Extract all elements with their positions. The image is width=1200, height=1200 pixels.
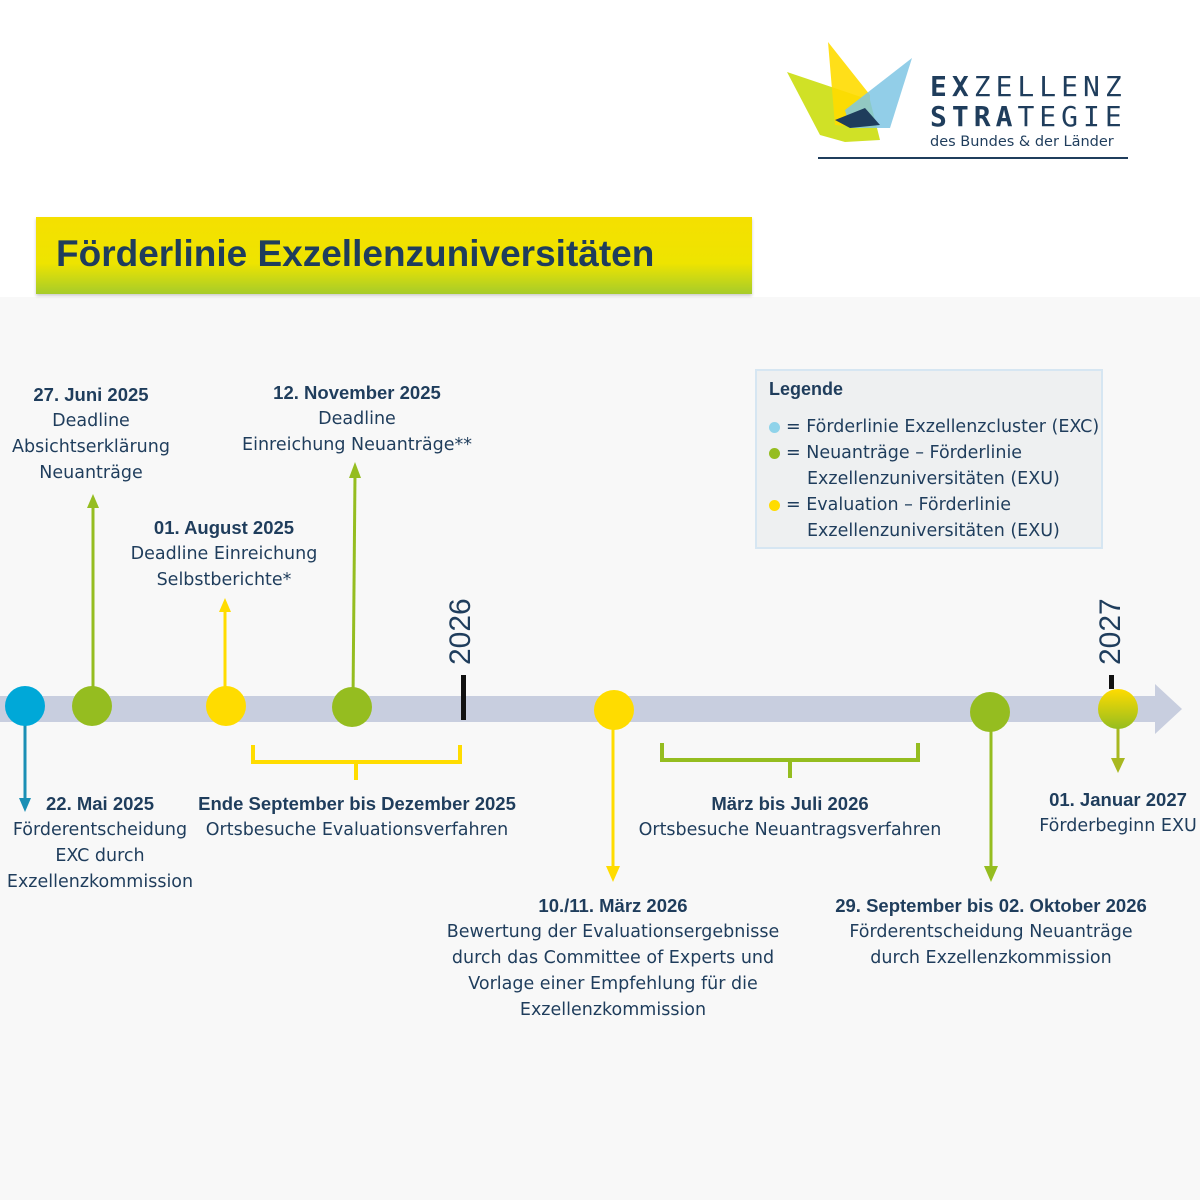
marker-oktober xyxy=(970,692,1010,732)
logo-stra: STRA xyxy=(930,100,1018,133)
event-line: Exzellenzkommission xyxy=(519,1000,707,1020)
event-line: Förderentscheidung Neuanträge xyxy=(849,922,1133,942)
bracket-neuantrag xyxy=(660,743,920,778)
event-date: 27. Juni 2025 xyxy=(33,384,149,405)
logo-crown-icon xyxy=(787,42,1128,159)
bracket-evaluation xyxy=(251,745,462,780)
legend-label: = Evaluation – Förderlinie xyxy=(786,495,1011,515)
arrow-mai xyxy=(19,798,31,812)
event-date: 01. August 2025 xyxy=(153,517,295,538)
event-date: 12. November 2025 xyxy=(273,382,441,403)
yellow-dot-icon xyxy=(769,499,780,511)
event-date: 10./11. März 2026 xyxy=(538,895,688,916)
event-line: Deadline xyxy=(52,411,130,431)
logo-tegie: TEGIE xyxy=(1017,100,1127,133)
event-line: Ortsbesuche Evaluationsverfahren xyxy=(205,820,509,840)
green-dot-icon xyxy=(769,447,780,459)
legend-label: Exzellenzuniversitäten (EXU) xyxy=(807,521,1060,541)
event-line: durch Exzellenzkommission xyxy=(870,948,1112,968)
event-line: Vorlage einer Empfehlung für die xyxy=(468,974,758,994)
logo-ex: EX xyxy=(930,70,974,103)
event-date: Ende September bis Dezember 2025 xyxy=(198,793,516,814)
event-line: Deadline Einreichung xyxy=(130,544,318,564)
event-line: durch das Committee of Experts und xyxy=(451,948,775,968)
logo-text: EXZELLENZ STRATEGIE des Bundes & der Län… xyxy=(930,72,1127,152)
marker-januar xyxy=(1098,689,1138,729)
marker-maerz xyxy=(594,690,634,730)
event-line: Förderentscheidung xyxy=(12,820,188,840)
marker-november xyxy=(332,687,372,727)
event-line: Deadline xyxy=(318,409,396,429)
title-banner: Förderlinie Exzellenzuniversitäten xyxy=(36,217,752,294)
blue-dot-icon xyxy=(769,421,780,433)
event-line: Ortsbesuche Neuantragsverfahren xyxy=(638,820,942,840)
year-tick-2026 xyxy=(461,675,466,720)
logo-subtitle: des Bundes & der Länder xyxy=(930,134,1114,150)
event-line: Förderbeginn EXU xyxy=(1039,816,1197,836)
event-line: EXC durch xyxy=(55,846,145,866)
page-title: Förderlinie Exzellenzuniversitäten xyxy=(56,233,655,274)
year-tick-2027 xyxy=(1109,675,1114,689)
year-label-2027: 2027 xyxy=(1094,598,1127,665)
marker-exc xyxy=(5,686,45,726)
event-date: 22. Mai 2025 xyxy=(45,793,154,814)
legend: Legende = Förderlinie Exzellenzcluster (… xyxy=(755,369,1103,549)
event-line: Bewertung der Evaluationsergebnisse xyxy=(446,922,780,942)
event-line: Exzellenzkommission xyxy=(6,872,194,892)
event-date: 29. September bis 02. Oktober 2026 xyxy=(835,895,1147,916)
legend-heading: Legende xyxy=(769,379,844,399)
timeline-arrowhead xyxy=(1155,684,1182,734)
marker-juni xyxy=(72,686,112,726)
timeline-bar xyxy=(0,696,1158,722)
event-date: März bis Juli 2026 xyxy=(711,793,869,814)
legend-item-exc: = Förderlinie Exzellenzcluster (EXC) xyxy=(769,414,1099,440)
connector-november xyxy=(351,474,357,701)
event-date: 01. Januar 2027 xyxy=(1049,789,1187,810)
year-label-2026: 2026 xyxy=(444,598,477,665)
logo-zellenz: ZELLENZ xyxy=(973,70,1127,103)
marker-august xyxy=(206,686,246,726)
legend-label: = Neuanträge – Förderlinie xyxy=(786,443,1023,463)
event-line: Selbstberichte* xyxy=(156,570,292,590)
event-line: Einreichung Neuanträge** xyxy=(242,435,472,455)
legend-label: = Förderlinie Exzellenzcluster (EXC) xyxy=(786,417,1100,437)
legend-label: Exzellenzuniversitäten (EXU) xyxy=(807,469,1060,489)
event-line: Neuanträge xyxy=(39,463,143,483)
event-line: Absichtserklärung xyxy=(12,437,170,457)
